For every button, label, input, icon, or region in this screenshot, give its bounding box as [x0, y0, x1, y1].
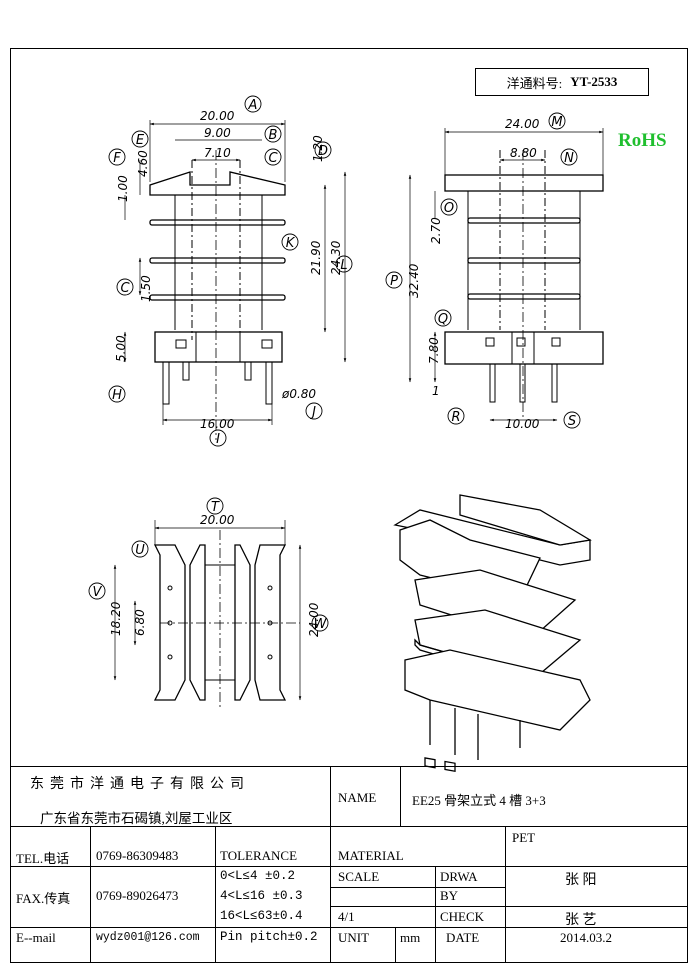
callout-s: S [568, 414, 576, 429]
isometric-view [393, 494, 592, 772]
side-view [408, 128, 604, 422]
dim-b: 9.00 [204, 126, 231, 140]
dim-o: 2.70 [429, 217, 443, 244]
callout-k: K [286, 236, 296, 251]
part-number-label: 洋通料号: [506, 75, 563, 91]
tolerance-line-3: 16<L≤63±0.4 [220, 909, 303, 923]
callouts [88, 95, 581, 632]
material-value: PET [512, 830, 536, 845]
callout-t: T [211, 500, 220, 515]
callout-e: E [136, 133, 145, 148]
rohs-mark: RoHS [618, 130, 667, 151]
dim-w: 24.00 [307, 602, 321, 637]
callout-n: N [564, 151, 574, 166]
dim-m: 24.00 [505, 117, 540, 131]
callout-q: Q [438, 312, 448, 327]
callout-u: U [135, 543, 145, 558]
dim-a: 20.00 [200, 109, 235, 123]
callout-a: A [248, 98, 258, 113]
dim-i: 16.00 [200, 417, 235, 431]
callout-i: I [216, 432, 220, 447]
dim-n: 8.80 [510, 146, 537, 160]
dim-t: 20.00 [200, 513, 235, 527]
tel-label: TEL.电话 [16, 851, 70, 866]
drawn-label-1: DRWA [440, 869, 478, 884]
unit-value: mm [400, 930, 421, 945]
tolerance-line-2: 4<L≤16 ±0.3 [220, 889, 303, 903]
fax-label: FAX.传真 [16, 891, 71, 906]
dim-p: 32.40 [407, 263, 421, 298]
tel-value: 0769-86309483 [96, 848, 179, 863]
front-view [123, 120, 347, 440]
dim-e: 4.60 [136, 150, 150, 177]
dim-c-top: 7.10 [204, 146, 231, 160]
fax-value: 0769-89026473 [96, 888, 179, 903]
callout-v: V [93, 585, 103, 600]
callout-r: R [451, 410, 460, 425]
date-label: DATE [446, 930, 480, 945]
dim-q: 7.80 [427, 337, 441, 364]
dim-h: 5.00 [114, 335, 128, 362]
dim-f: 1.00 [116, 175, 130, 202]
email-label: E--mail [16, 930, 56, 945]
tolerance-line-1: 0<L≤4 ±0.2 [220, 869, 296, 883]
bottom-view [113, 520, 302, 710]
scale-value: 4/1 [338, 909, 355, 924]
part-number-box: 洋通料号: YT-2533 [475, 68, 649, 96]
company-name: 东莞市洋通电子有限公司 [30, 777, 250, 792]
name-label: NAME [338, 790, 377, 805]
callout-h: H [112, 388, 122, 403]
dim-s: 10.00 [505, 417, 540, 431]
callout-d: D [318, 144, 328, 159]
callout-b: B [269, 128, 278, 143]
email-value: wydz001@126.com [96, 931, 200, 944]
unit-label: UNIT [338, 930, 370, 945]
dim-l: 24.30 [329, 240, 343, 275]
date-value: 2014.03.2 [560, 930, 612, 945]
company-address: 广东省东莞市石碣镇,刘屋工业区 [40, 811, 233, 826]
material-label: MATERIAL [338, 848, 404, 863]
callout-j: J [309, 405, 316, 420]
dim-r: 1 [432, 384, 440, 398]
dim-k: 21.90 [309, 240, 323, 275]
callout-o: O [444, 201, 454, 216]
check-value: 张 艺 [565, 913, 597, 928]
callout-p: P [390, 274, 398, 289]
dim-j: ø0.80 [281, 387, 316, 401]
callout-c: C [268, 151, 278, 166]
tolerance-label: TOLERANCE [220, 848, 298, 863]
callout-f: F [113, 151, 121, 166]
callout-w: W [314, 617, 328, 632]
callout-l: L [340, 258, 347, 273]
name-value: EE25 骨架立式 4 槽 3+3 [412, 793, 546, 808]
callout-c2: C [120, 281, 130, 296]
callout-m: M [551, 115, 562, 130]
dim-v: 18.20 [109, 601, 123, 636]
dim-c-left: 1.50 [139, 275, 153, 302]
drawn-label-2: BY [440, 888, 459, 903]
check-label: CHECK [440, 909, 485, 924]
drawing-frame [10, 48, 688, 963]
scale-label: SCALE [338, 869, 380, 884]
part-number: YT-2533 [570, 74, 618, 89]
tolerance-line-4: Pin pitch±0.2 [220, 930, 318, 944]
dim-u: 6.80 [133, 609, 147, 636]
drawn-value: 张 阳 [565, 873, 597, 888]
